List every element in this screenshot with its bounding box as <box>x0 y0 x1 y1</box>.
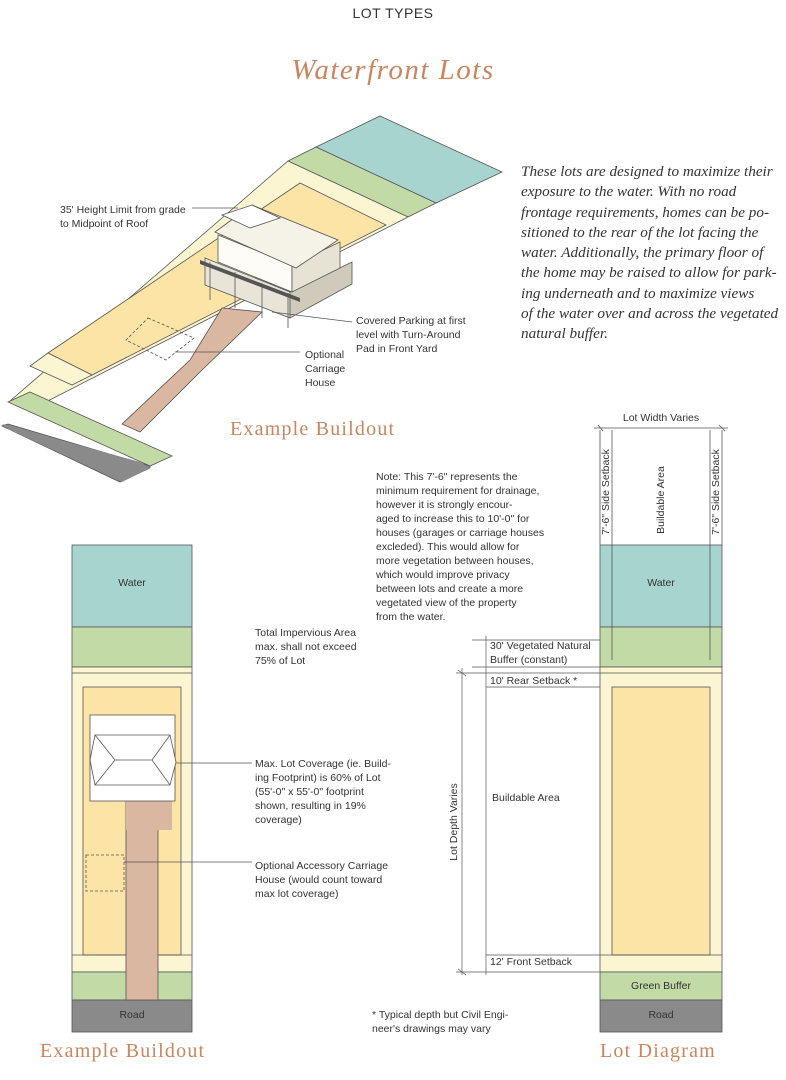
plan-driveway <box>125 799 159 1001</box>
lot-width-label: Lot Width Varies <box>622 412 700 424</box>
plan-water <box>71 544 193 628</box>
footnote: * Typical depth but Civil Engi- neer's d… <box>372 1009 509 1035</box>
right-side-setback-label: 7'-6" Side Setback <box>710 449 722 535</box>
plan-water-label: Water <box>118 577 146 589</box>
drainage-note: Note: This 7'-6" represents the minimum … <box>376 471 545 623</box>
buildable-vertical-label: Buildable Area <box>655 466 667 534</box>
plan-vegetated-buffer <box>71 626 193 668</box>
lot-coverage-note: Max. Lot Coverage (ie. Build- ing Footpr… <box>255 758 391 826</box>
left-side-setback-label: 7'-6" Side Setback <box>600 449 612 535</box>
plan-lot-drawing <box>71 544 193 1033</box>
description-line: These lots are designed to maximize thei… <box>521 163 773 180</box>
diagram-drawing <box>594 424 728 1033</box>
lot-description: These lots are designed to maximize thei… <box>521 162 786 345</box>
impervious-note: Total Impervious Area max. shall not exc… <box>255 627 357 667</box>
section-header: LOT TYPES <box>352 5 434 21</box>
description-line: water. Additionally, the primary floor o… <box>521 244 764 262</box>
green-buffer-label: Green Buffer <box>631 980 691 992</box>
iso-lot-drawing <box>0 115 503 483</box>
diagram-road-label: Road <box>648 1009 674 1021</box>
description-line: natural buffer. <box>521 325 608 343</box>
plan-road-label: Road <box>119 1009 145 1021</box>
description-line: frontage requirements, homes can be po- <box>521 203 770 221</box>
diagram-road <box>599 999 723 1033</box>
iso-carriage-house <box>125 317 195 361</box>
page-title: Waterfront Lots <box>291 54 495 86</box>
plan-carriage-house <box>85 854 125 892</box>
covered-parking-note: Covered Parking at first level with Turn… <box>356 315 466 355</box>
carriage-house-note: Optional Carriage House <box>305 349 346 389</box>
vegetated-buffer-label: 30' Vegetated Natural Buffer (constant) <box>490 640 591 666</box>
iso-leaders <box>175 207 353 353</box>
buildable-area-label: Buildable Area <box>492 792 560 804</box>
diagram-dimension-lines <box>456 636 600 976</box>
diagram-water <box>599 544 723 628</box>
diagram-buildable <box>611 686 711 956</box>
diagram-caption: Lot Diagram <box>600 1040 716 1062</box>
iso-road-body <box>2 424 150 482</box>
front-setback-label: 12' Front Setback <box>490 956 572 968</box>
description-line: the home may be raised to allow for park… <box>521 264 777 282</box>
diagram-vegetated-buffer <box>599 626 723 668</box>
height-limit-note: 35' Height Limit from grade to Midpoint … <box>60 204 186 230</box>
plan-caption: Example Buildout <box>40 1040 206 1062</box>
plan-driveway-pad <box>126 800 172 830</box>
accessory-house-note: Optional Accessory Carriage House (would… <box>255 860 389 900</box>
plan-leaders <box>124 762 252 863</box>
diagram-water-label: Water <box>647 577 675 589</box>
description-line: exposure to the water. With no road <box>521 183 737 201</box>
description-line: ing underneath and to maximize views <box>521 284 755 302</box>
rear-setback-label: 10' Rear Setback * <box>490 675 578 687</box>
iso-front-setback <box>29 352 93 386</box>
plan-road <box>71 999 193 1033</box>
description-line: of the water over and across the vegetat… <box>521 305 779 323</box>
description-line: sitioned to the rear of the lot facing t… <box>521 223 759 241</box>
iso-caption: Example Buildout <box>230 418 396 440</box>
iso-house <box>200 204 353 328</box>
lot-depth-label: Lot Depth Varies <box>448 783 460 861</box>
